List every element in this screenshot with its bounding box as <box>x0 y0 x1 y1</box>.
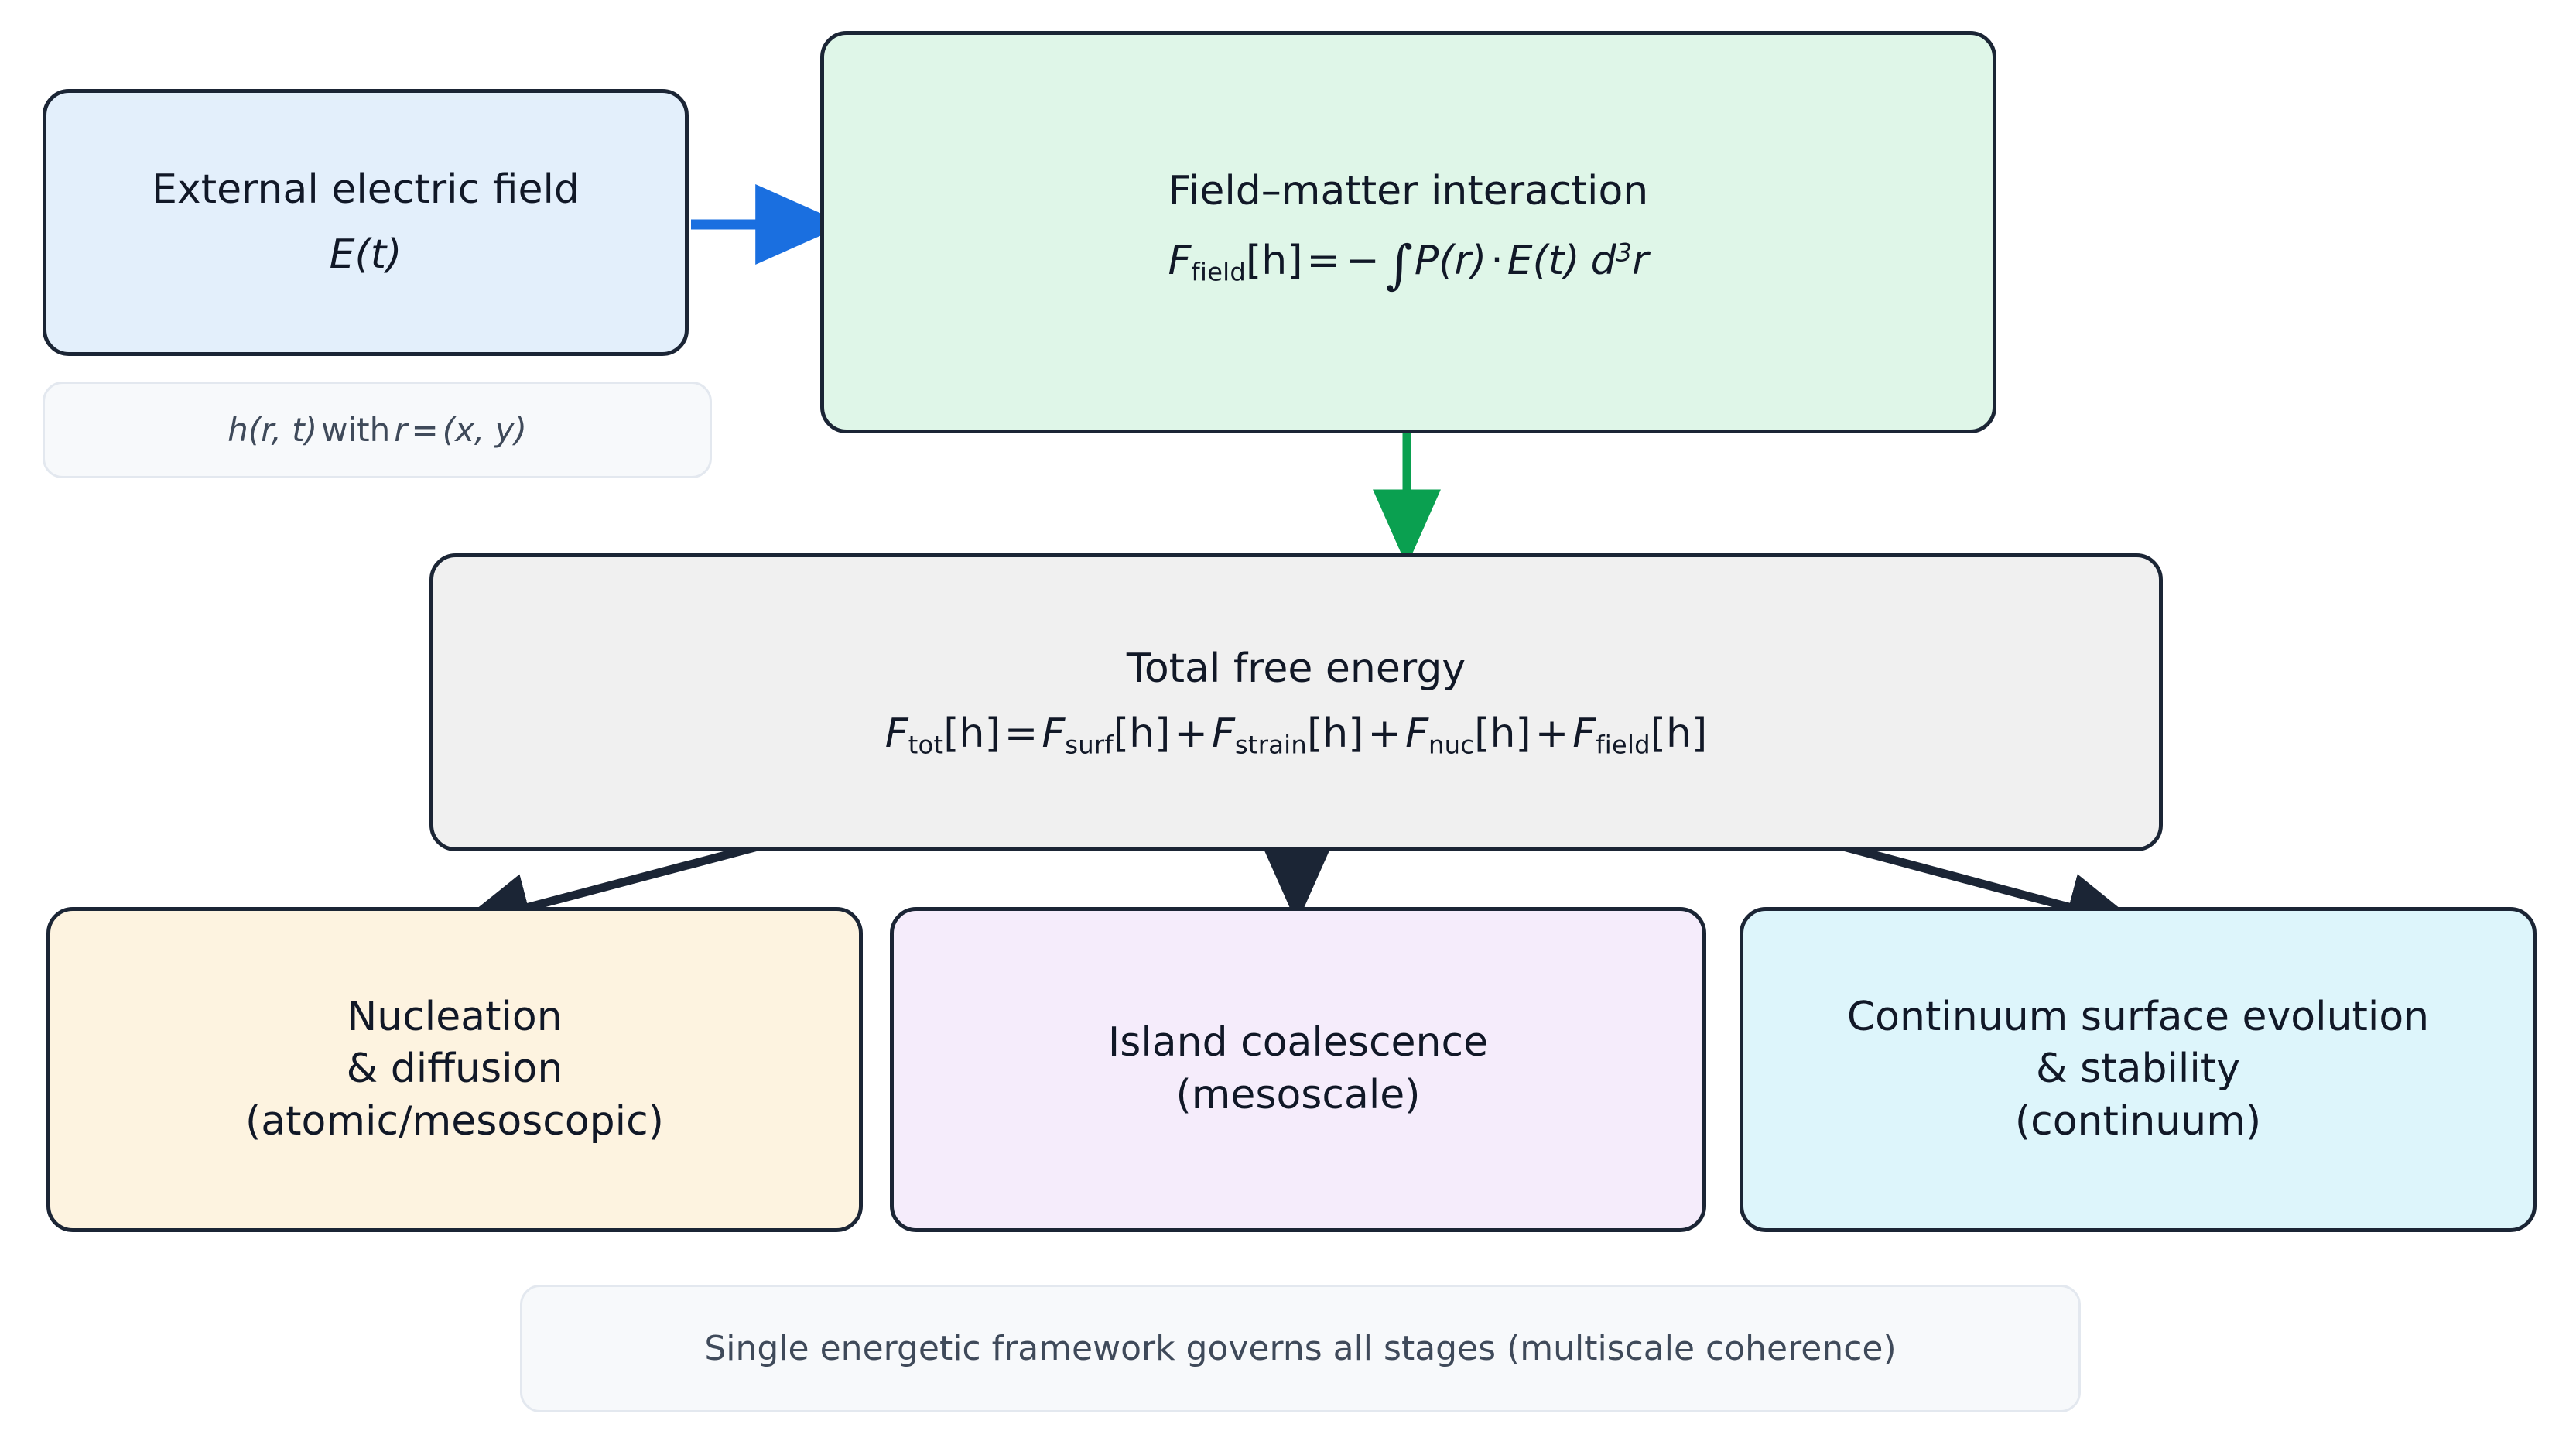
node-title-external-electric-field: External electric field <box>152 166 580 213</box>
formula-equals-tot: = <box>1004 710 1038 757</box>
formula-subscript-surf: surf <box>1065 730 1114 760</box>
node-continuum-line-1: Continuum surface evolution <box>1846 993 2430 1040</box>
formula-minus: − <box>1346 238 1380 285</box>
node-island-coalescence[interactable]: Island coalescence (mesoscale) <box>890 907 1706 1232</box>
formula-symbol-E: E <box>329 231 355 278</box>
formula-efield: E(t) <box>1507 238 1580 285</box>
node-coalescence-line-2: (mesoscale) <box>1175 1072 1421 1118</box>
node-nucleation-diffusion[interactable]: Nucleation & diffusion (atomic/mesoscopi… <box>46 907 863 1232</box>
formula-symbol-F-tot: F <box>884 710 908 757</box>
note-symbol-r: r <box>394 411 408 449</box>
node-coalescence-line-1: Island coalescence <box>1107 1019 1489 1066</box>
integral-icon: ∫ <box>1385 233 1413 295</box>
node-title-total-free-energy: Total free energy <box>1126 645 1466 693</box>
note-multiscale-coherence: Single energetic framework governs all s… <box>520 1285 2081 1412</box>
node-title-field-matter-interaction: Field–matter interaction <box>1168 168 1649 215</box>
node-nucleation-line-2: & diffusion <box>346 1046 563 1093</box>
note-equals: = <box>411 411 439 449</box>
formula-bracket-h-strain: [h] <box>1306 710 1364 757</box>
note-coordinates: (x, y) <box>442 411 527 449</box>
formula-subscript-field-term: field <box>1596 730 1651 760</box>
formula-symbol-F-nuc: F <box>1405 710 1428 757</box>
formula-symbol-F-field-term: F <box>1572 710 1596 757</box>
formula-symbol-F-field: F <box>1168 238 1192 285</box>
formula-bracket-h: [h] <box>1245 238 1303 285</box>
formula-subscript-strain: strain <box>1234 730 1307 760</box>
formula-bracket-h-nuc: [h] <box>1474 710 1531 757</box>
node-external-electric-field[interactable]: External electric field E(t) <box>43 89 689 356</box>
node-nucleation-line-3: (atomic/mesoscopic) <box>245 1097 664 1145</box>
formula-polarization: P(r) <box>1414 238 1487 285</box>
node-nucleation-line-1: Nucleation <box>347 993 563 1040</box>
formula-bracket-h-surf: [h] <box>1113 710 1171 757</box>
formula-plus-3: + <box>1534 710 1569 757</box>
formula-measure-exponent: 3 <box>1616 238 1633 268</box>
formula-bracket-h-tot: [h] <box>943 710 1001 757</box>
node-field-matter-interaction[interactable]: Field–matter interaction Ffield[h]=−∫P(r… <box>820 31 1996 433</box>
formula-applied-field: E(t) <box>330 229 402 282</box>
note-symbol-h: h <box>227 411 248 449</box>
formula-total-free-energy: Ftot[h]=Fsurf[h]+Fstrain[h]+Fnuc[h]+Ffie… <box>885 708 1708 762</box>
node-continuum-line-2: & stability <box>2036 1046 2240 1093</box>
formula-dot-product: · <box>1490 238 1504 285</box>
formula-symbol-F-strain: F <box>1212 710 1235 757</box>
formula-subscript-nuc: nuc <box>1428 730 1475 760</box>
node-continuum-line-3: (continuum) <box>2014 1097 2262 1145</box>
note-with-word: with <box>321 411 391 449</box>
formula-field-energy: Ffield[h]=−∫P(r)·E(t)d3r <box>1168 231 1649 299</box>
formula-arg-t: (t) <box>354 231 402 278</box>
formula-plus-1: + <box>1174 710 1208 757</box>
formula-symbol-F-surf: F <box>1042 710 1066 757</box>
note-framework-text: Single energetic framework governs all s… <box>704 1329 1897 1368</box>
formula-subscript-field: field <box>1191 257 1246 287</box>
note-h-arguments: (r, t) <box>248 411 318 449</box>
formula-bracket-h-field: [h] <box>1650 710 1708 757</box>
formula-subscript-tot: tot <box>908 730 944 760</box>
formula-plus-2: + <box>1367 710 1402 757</box>
node-total-free-energy[interactable]: Total free energy Ftot[h]=Fsurf[h]+Fstra… <box>429 553 2163 851</box>
formula-measure-d: d <box>1590 238 1616 285</box>
formula-measure-variable: r <box>1632 238 1649 285</box>
node-continuum-surface-evolution[interactable]: Continuum surface evolution & stability … <box>1740 907 2537 1232</box>
formula-equals: = <box>1306 238 1341 285</box>
